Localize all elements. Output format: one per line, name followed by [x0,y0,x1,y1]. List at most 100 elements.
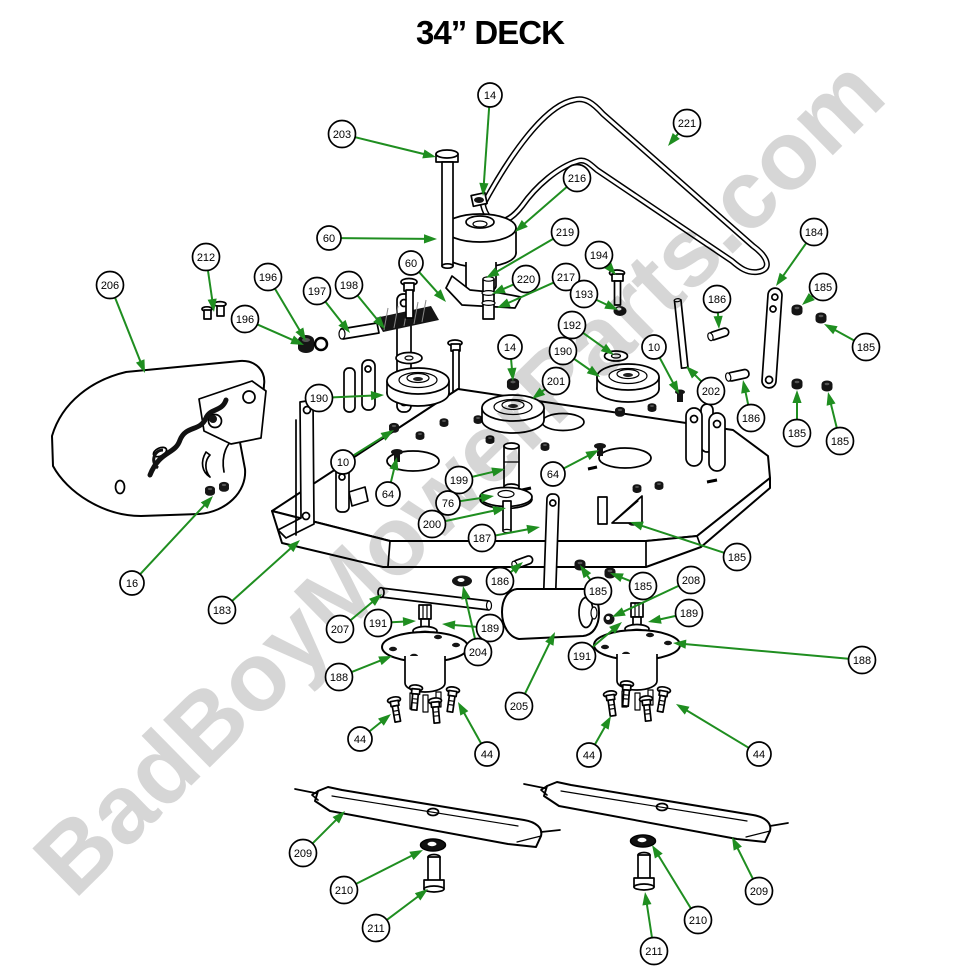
svg-text:16: 16 [126,578,138,590]
mount-bolt-203 [435,149,459,270]
callout-76: 76 [435,490,494,516]
callout-185: 185 [824,324,881,362]
svg-text:188: 188 [330,672,348,684]
callout-205: 205 [504,632,555,721]
svg-text:193: 193 [575,289,593,301]
callout-188: 188 [673,639,877,675]
callout-44: 44 [347,714,391,752]
grommet-193 [613,306,627,316]
callout-185: 185 [580,565,613,606]
discharge-chute [51,359,267,517]
deck-pulley-left [386,367,450,407]
callout-44: 44 [576,716,611,768]
callout-203: 203 [327,119,436,159]
callout-204: 204 [461,586,493,667]
svg-text:185: 185 [589,586,607,598]
drum-205 [501,588,600,640]
callout-191: 191 [363,608,416,638]
svg-text:192: 192 [563,320,581,332]
callout-14: 14 [477,82,503,196]
clutch-pulley-assembly [443,191,522,320]
svg-text:186: 186 [708,294,726,306]
svg-text:198: 198 [340,280,358,292]
blade-bolt-right [633,851,655,891]
rod-207 [377,586,493,611]
svg-text:211: 211 [645,946,663,958]
callout-60: 60 [316,225,437,251]
callout-64: 64 [375,457,401,507]
callout-210: 210 [652,845,713,935]
blade-washer-left [419,838,447,852]
svg-text:186: 186 [491,576,509,588]
svg-text:217: 217 [557,272,575,284]
svg-text:212: 212 [197,252,215,264]
callout-210: 210 [329,850,423,905]
callout-188: 188 [324,656,392,692]
svg-text:189: 189 [680,608,698,620]
svg-text:44: 44 [583,750,595,762]
svg-text:76: 76 [442,498,454,510]
svg-text:219: 219 [556,227,574,239]
callout-198: 198 [334,270,385,329]
callout-211: 211 [639,892,669,966]
blade-bolt-left [423,853,445,893]
callout-64: 64 [540,450,599,487]
svg-text:14: 14 [504,342,516,354]
hardware-212 [201,300,227,320]
spacer-199-washer-76-bolt-200 [479,442,533,534]
callout-189: 189 [442,613,505,643]
svg-text:200: 200 [423,519,441,531]
svg-text:187: 187 [473,533,491,545]
svg-text:44: 44 [753,749,765,761]
svg-text:10: 10 [337,457,349,469]
svg-text:188: 188 [853,655,871,667]
svg-text:202: 202 [702,386,720,398]
callout-208: 208 [612,565,706,617]
svg-text:184: 184 [805,227,823,239]
svg-text:204: 204 [469,647,487,659]
svg-text:44: 44 [481,749,493,761]
svg-text:197: 197 [308,286,326,298]
callout-16: 16 [119,496,213,596]
blade-right [523,781,789,843]
svg-text:191: 191 [573,651,591,663]
svg-text:208: 208 [682,575,700,587]
callout-191: 191 [567,622,622,671]
callout-220: 220 [492,264,541,294]
svg-text:203: 203 [333,129,351,141]
callout-217: 217 [497,262,581,308]
svg-text:209: 209 [750,886,768,898]
callout-192: 192 [557,310,614,355]
link-bar-184 [761,287,783,389]
svg-text:60: 60 [323,233,335,245]
svg-text:185: 185 [831,436,849,448]
blade-left [294,786,561,848]
svg-text:64: 64 [382,489,394,501]
callout-186: 186 [736,380,766,433]
callout-190: 190 [548,336,600,377]
svg-text:185: 185 [634,581,652,593]
ring-208 [603,613,615,625]
callout-202: 202 [686,366,726,406]
callout-221: 221 [668,108,702,146]
svg-text:185: 185 [728,552,746,564]
callout-219: 219 [486,217,580,278]
callout-185: 185 [630,521,752,572]
svg-text:44: 44 [354,734,366,746]
blade-washer-right [629,834,657,848]
callout-60: 60 [398,250,446,302]
callout-211: 211 [361,889,428,943]
svg-text:190: 190 [554,346,572,358]
svg-text:185: 185 [857,342,875,354]
callout-186: 186 [702,284,732,329]
callout-44: 44 [458,702,500,767]
callout-200: 200 [417,506,506,539]
callout-185: 185 [802,272,838,305]
callout-212: 212 [191,242,221,312]
callout-194: 194 [584,240,616,275]
callout-10: 10 [641,334,679,394]
svg-text:209: 209 [294,848,312,860]
